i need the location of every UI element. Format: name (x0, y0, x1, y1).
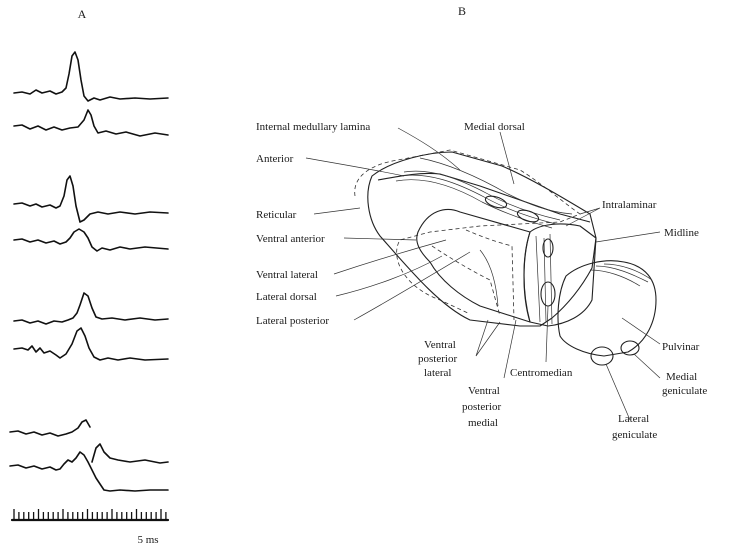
label-vpm-line-3: medial (468, 417, 498, 429)
trace-1-bottom (13, 109, 169, 137)
label-vpm-line-2: posterior (462, 401, 501, 413)
label-ventral-anterior: Ventral anterior (256, 233, 325, 245)
ventral-division-2 (465, 229, 515, 321)
label-ventral-lateral: Ventral lateral (256, 269, 318, 281)
centromedian-oval (540, 281, 556, 307)
panel-a-label: A (78, 7, 87, 21)
trace-2-top (13, 175, 169, 223)
reticular-nucleus-shell (354, 149, 581, 315)
time-base-tick-train (10, 509, 170, 522)
panel-b-label: B (458, 4, 466, 18)
label-medial-geniculate-line-2: geniculate (662, 385, 707, 397)
trace-3-bottom (13, 327, 169, 361)
label-lateral-geniculate-line-2: geniculate (612, 429, 657, 441)
trace-4-top (9, 419, 91, 437)
trace-3-top (13, 292, 169, 325)
label-medial-dorsal: Medial dorsal (464, 121, 525, 133)
leader-reticular (313, 207, 361, 215)
leader-ventral-lateral (333, 239, 447, 275)
midline-strip (535, 233, 553, 325)
leader-intralaminar (565, 207, 601, 227)
label-pulvinar: Pulvinar (662, 341, 700, 353)
label-vpm-line-1: Ventral (468, 385, 500, 397)
trace-2-bottom (13, 228, 169, 252)
ventral-division-1 (431, 245, 501, 317)
leader-ventral-posterior-lateral (475, 319, 501, 357)
leader-pulvinar (621, 317, 661, 345)
label-internal-medullary-lamina: Internal medullary lamina (256, 121, 370, 133)
intralaminar-oval-1 (484, 195, 508, 209)
label-vpl-line-1: Ventral (424, 339, 456, 351)
medial-face-oval-upper (542, 238, 554, 258)
leader-medial-dorsal (499, 131, 515, 185)
pulvinar-striation-2 (595, 265, 649, 283)
label-vpl-line-3: lateral (424, 367, 451, 379)
top-ridge (377, 172, 591, 223)
label-lateral-posterior: Lateral posterior (256, 315, 329, 327)
label-lateral-dorsal: Lateral dorsal (256, 291, 317, 303)
lateral-geniculate-body (590, 346, 614, 366)
lamina-upper-edge (419, 157, 573, 215)
label-vpl-line-2: posterior (418, 353, 457, 365)
pulvinar-striation-3 (603, 263, 653, 281)
internal-medullary-lamina-band-1 (403, 170, 561, 221)
leader-midline (595, 231, 661, 243)
label-lateral-geniculate-line-1: Lateral (618, 413, 649, 425)
leader-centromedian (545, 305, 549, 363)
trace-1-top (13, 51, 169, 102)
leader-ventral-posterior-medial (503, 319, 517, 379)
ventral-division-3 (479, 249, 499, 307)
intralaminar-oval-2 (516, 209, 540, 223)
leader-lateral-dorsal (335, 255, 443, 297)
pulvinar-striation-1 (589, 269, 641, 287)
leader-medial-geniculate (633, 353, 661, 379)
label-anterior: Anterior (256, 153, 294, 165)
traces-panel: 5 ms (9, 51, 170, 546)
leader-lines (305, 127, 661, 421)
leader-lateral-geniculate (605, 363, 631, 421)
leader-ventral-anterior (343, 237, 417, 241)
label-reticular: Reticular (256, 209, 297, 221)
scale-bar-label: 5 ms (137, 534, 158, 546)
leader-internal-medullary-lamina (397, 127, 461, 171)
label-intralaminar: Intralaminar (602, 199, 657, 211)
pulvinar-outline (557, 260, 657, 357)
trace-4-bottom (9, 451, 169, 492)
ventral-block (416, 208, 531, 323)
label-centromedian: Centromedian (510, 367, 573, 379)
medial-geniculate-body (620, 340, 640, 356)
leader-lateral-posterior (353, 251, 471, 321)
trace-4-artifact (91, 443, 169, 464)
label-medial-geniculate-line-1: Medial (666, 371, 697, 383)
thalamus-body-outline (367, 151, 597, 327)
thalamus-diagram: Internal medullary lamina Medial dorsal … (256, 121, 707, 441)
label-midline: Midline (664, 227, 699, 239)
leader-anterior (305, 157, 405, 177)
